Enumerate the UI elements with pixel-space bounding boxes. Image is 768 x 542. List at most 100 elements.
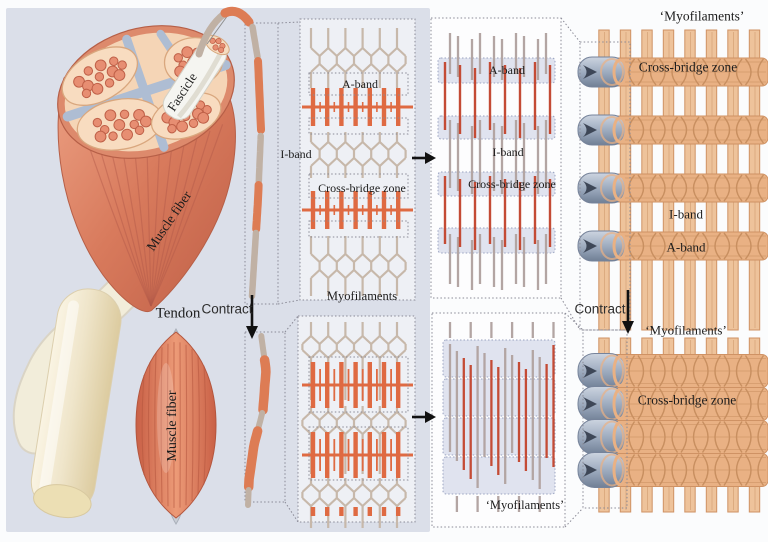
path-shape [735,388,743,420]
line-shape [560,297,581,331]
line-shape [301,411,312,421]
path-shape [583,65,597,79]
line-shape [396,483,407,493]
rect-shape [244,331,286,503]
line-shape [336,497,347,507]
circle-shape [134,125,145,136]
line-shape [310,497,321,507]
line-shape [564,312,584,331]
line-shape [327,47,338,57]
path-shape [185,344,188,506]
path-shape [255,132,264,185]
bone [30,288,122,519]
line-shape [379,269,390,279]
myofilament-schematic-relaxed [299,18,416,301]
path-shape [723,116,731,144]
line-shape [396,335,407,345]
path-shape [735,454,743,486]
ellipse-shape [157,363,175,473]
path-shape [744,454,752,486]
circle-shape [119,109,130,119]
line-shape [353,411,364,421]
circle-shape [215,38,222,45]
path-shape [176,48,225,119]
path-shape [714,58,722,86]
path-shape [744,58,752,86]
path-shape [701,388,709,420]
line-shape [387,411,398,421]
path-shape [649,355,657,387]
line-shape [353,157,364,167]
line-shape [344,253,355,263]
path-shape [723,454,731,486]
path-shape [583,239,597,253]
line-shape [370,141,381,151]
rect-shape [308,220,409,238]
circle-shape [113,119,126,131]
line-shape [353,335,364,345]
line-shape [396,497,407,507]
line-shape [387,157,398,167]
path-shape [150,124,224,307]
path-shape [714,421,722,453]
line-shape [336,349,347,359]
fascicle-cylinder [162,34,230,120]
line-shape [336,141,347,151]
sarcomere-lines-contracted [431,312,566,528]
line-shape [361,141,372,151]
line-shape [327,141,338,151]
path-shape [583,463,597,477]
path-shape [671,355,679,387]
path-shape [735,58,743,86]
path-shape [628,454,636,486]
line-shape [370,411,381,421]
path-shape [583,181,597,195]
line-shape [336,157,347,167]
line-shape [353,141,364,151]
fascicle-bundle [61,46,138,106]
right-arrow [425,152,436,164]
line-shape [396,253,407,263]
line-shape [379,349,390,359]
path-shape [637,174,645,202]
rect-shape [39,300,79,495]
line-shape [327,157,338,167]
fascicle-bundle [76,98,164,151]
path-shape [637,232,645,260]
circle-shape [94,130,107,143]
path-shape [735,116,743,144]
path-shape [714,232,722,260]
path-shape [108,140,152,307]
path-shape [692,174,700,202]
path-shape [658,421,666,453]
path-shape [744,174,752,202]
path-shape [701,454,709,486]
path-shape [680,454,688,486]
circle-shape [212,44,219,51]
line-shape [310,269,321,279]
path-shape [258,355,271,415]
ellipse-shape [612,116,628,144]
line-shape [387,47,398,57]
path-shape [628,355,636,387]
line-shape [318,141,329,151]
flow-arrows-and-connectors [246,17,634,528]
path-shape [649,174,657,202]
line-shape [327,483,338,493]
line-shape [361,63,372,73]
circle-shape [73,75,85,88]
path-shape [154,353,157,497]
rect-shape [437,57,556,84]
line-shape [353,253,364,263]
line-shape [396,157,407,167]
line-shape [327,335,338,345]
line-shape [370,63,381,73]
path-shape [83,131,152,307]
circle-shape [167,123,177,134]
line-shape [344,47,355,57]
line-shape [361,425,372,435]
path-shape [692,421,700,453]
path-shape [248,229,260,300]
path-shape [147,361,151,489]
